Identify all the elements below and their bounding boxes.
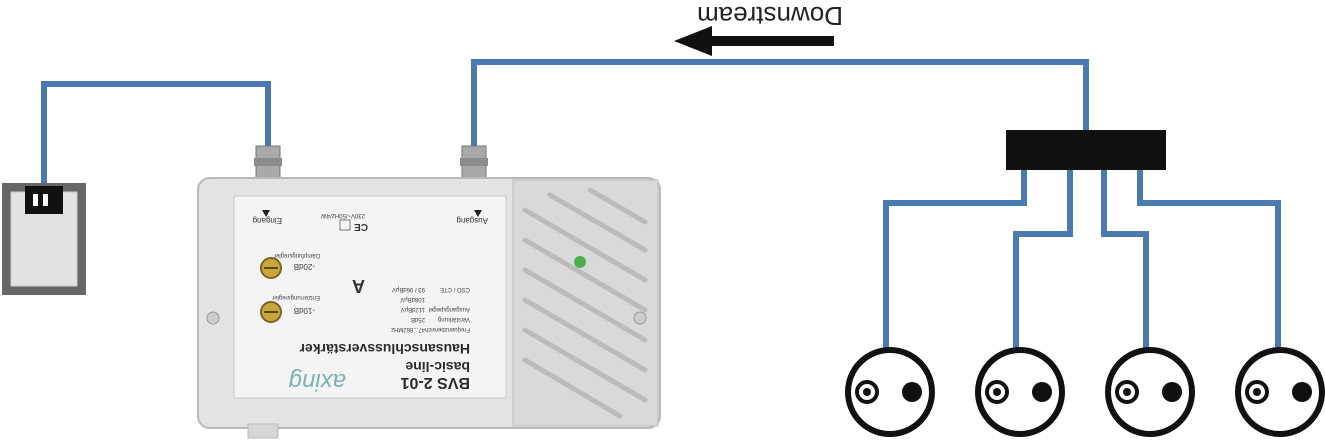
power-led: [574, 256, 586, 268]
cable-splitter-to-outlet-3: [1101, 170, 1149, 352]
spec-value-2: 25dB: [411, 316, 425, 322]
amplifier: BVS 2-01 basic-line Hausanschlussverstär…: [197, 145, 661, 439]
splitter: [1006, 130, 1166, 170]
spec-value-1: 47...862MHz: [391, 326, 425, 332]
energy-class: A: [352, 276, 365, 296]
amp-series: basic-line: [405, 359, 470, 375]
power-spec: 230V~/50Hz/4W: [321, 212, 365, 218]
attenuator-value: -20dB: [294, 262, 315, 271]
cable-splitter-to-outlet-1: [883, 170, 1027, 352]
amp-brand-logo: axing: [288, 368, 346, 395]
outlet-3: [1105, 347, 1195, 437]
amp-model: BVS 2-01: [401, 374, 470, 391]
input-label: Eingang: [253, 216, 282, 225]
outlet-4: [1235, 347, 1325, 437]
attenuator-knob: [260, 257, 282, 279]
outlets: [845, 347, 1325, 437]
output-connector: [460, 145, 488, 181]
spec-value-3: 112dBµV: [401, 306, 425, 312]
wall-socket: [2, 183, 86, 295]
input-connector: [254, 145, 282, 181]
cable-input-to-wall-socket: [41, 81, 271, 188]
equalizer-value: -10dB: [294, 306, 315, 315]
cso-label: CSO / CTE: [440, 286, 470, 292]
cable-output-to-splitter: [471, 59, 1089, 150]
coax-cables: [41, 59, 1281, 352]
output-triangle-icon: [474, 210, 482, 217]
downstream-label: Downstream: [697, 1, 843, 31]
attenuator-label: Dämpfungsregler: [274, 252, 320, 258]
outlet-2: [975, 347, 1065, 437]
equalizer-knob: [260, 301, 282, 323]
spec-value-4: 108dBµV: [400, 296, 425, 302]
downstream-arrow: [674, 26, 834, 56]
approval-icon: [339, 219, 351, 231]
amp-title: Hausanschlussverstärker: [299, 341, 470, 357]
spec-value-5: 93 / 96dBµV: [392, 286, 425, 292]
ce-mark: CE: [354, 221, 368, 232]
spec-name-2: Verstärkung: [438, 316, 470, 322]
vent-slots: [522, 187, 648, 419]
outlet-1: [845, 347, 935, 437]
cable-splitter-to-outlet-4: [1137, 170, 1281, 352]
spec-name-3: Ausgangspegel: [429, 306, 470, 312]
equalizer-label: Entzerrungsregler: [272, 294, 320, 300]
output-label: Ausgang: [456, 216, 488, 225]
cable-splitter-to-outlet-2: [1013, 170, 1073, 352]
spec-name-1: Frequenzbereich: [425, 326, 470, 332]
input-triangle-icon: [262, 210, 270, 217]
